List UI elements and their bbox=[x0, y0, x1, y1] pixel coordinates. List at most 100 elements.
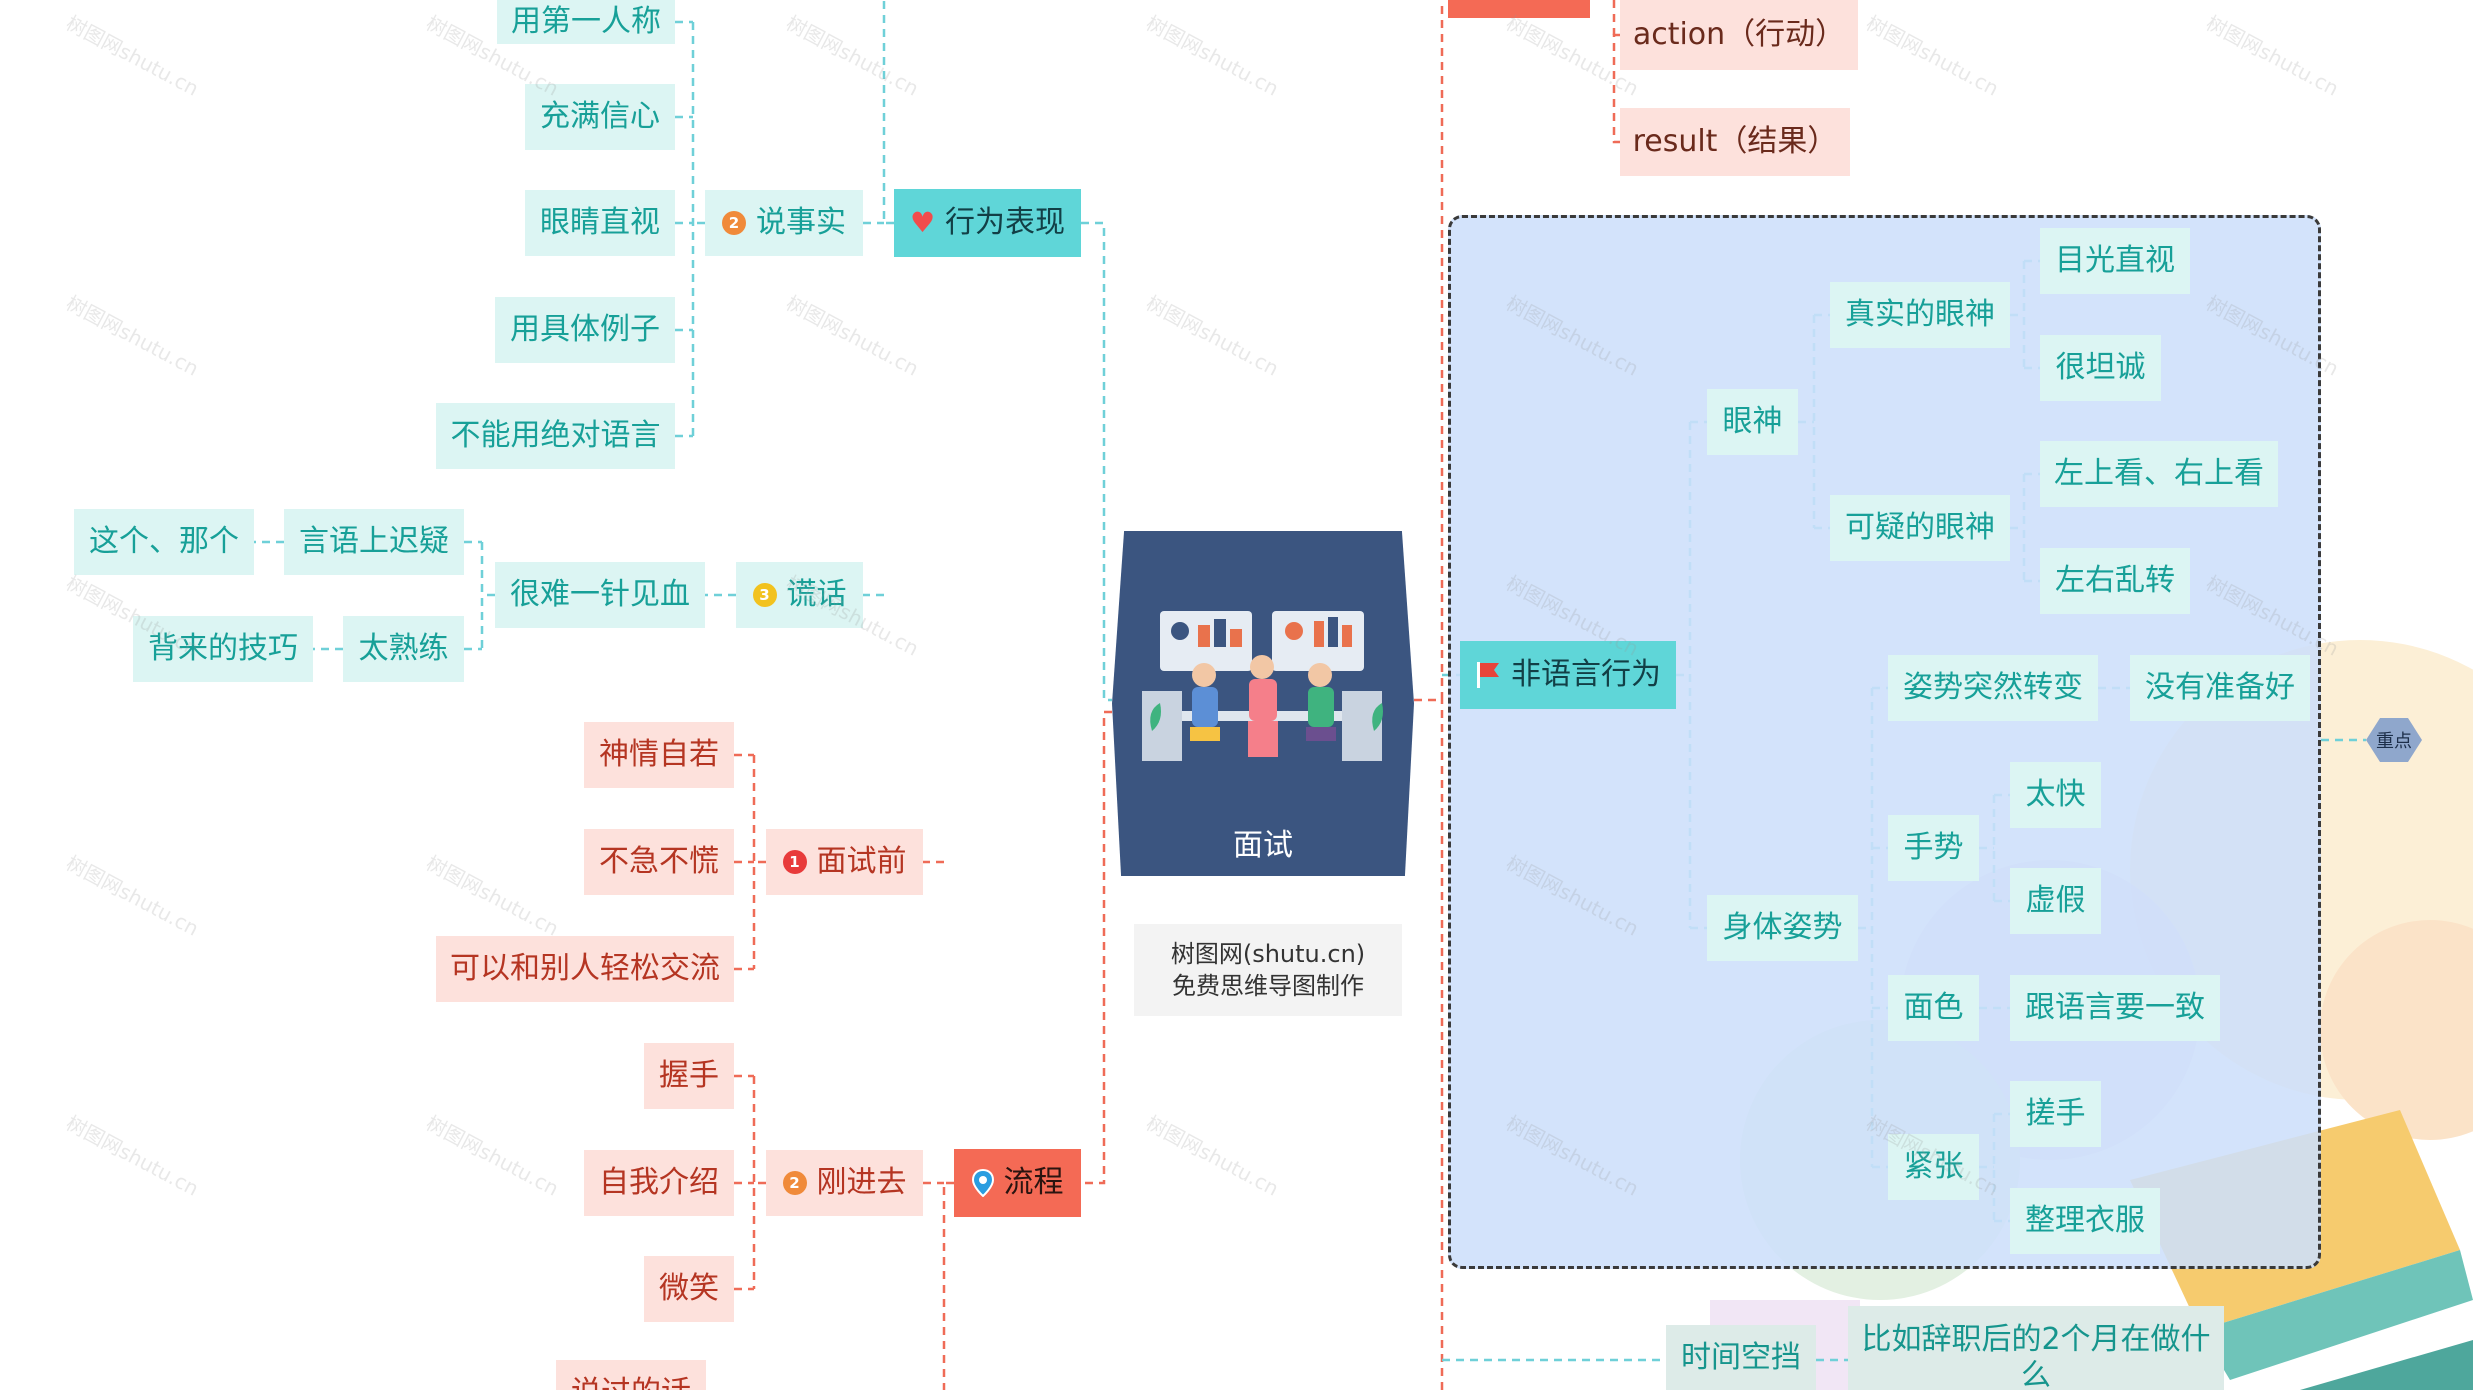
node-suspicious-eyes[interactable]: 可疑的眼神 bbox=[1830, 495, 2010, 561]
node-this-that[interactable]: 这个、那个 bbox=[74, 509, 254, 575]
node-calm-label: 不急不慌 bbox=[599, 844, 719, 879]
node-frank[interactable]: 很坦诚 bbox=[2040, 335, 2161, 401]
node-consistent-label: 跟语言要一致 bbox=[2025, 990, 2205, 1025]
node-memorized-label: 背来的技巧 bbox=[148, 631, 298, 666]
node-composed-label: 神情自若 bbox=[599, 737, 719, 772]
node-frank-label: 很坦诚 bbox=[2055, 350, 2146, 385]
key-tag-label: 重点 bbox=[2376, 731, 2412, 752]
node-confident-label: 充满信心 bbox=[540, 99, 660, 134]
node-partial-bottom-label: 说过的话 bbox=[571, 1378, 691, 1390]
node-too-fast-label: 太快 bbox=[2025, 777, 2086, 812]
topic-just-in-label: 刚进去 bbox=[816, 1165, 907, 1200]
node-hesitate-label: 言语上迟疑 bbox=[299, 524, 449, 559]
node-nervous[interactable]: 紧张 bbox=[1888, 1134, 1979, 1200]
flag-icon bbox=[1477, 662, 1499, 688]
node-smile[interactable]: 微笑 bbox=[644, 1256, 734, 1322]
node-fix-clothes-label: 整理衣服 bbox=[2025, 1203, 2145, 1238]
bg-watermark: 树图网shutu.cn bbox=[1142, 1110, 1283, 1201]
node-examples[interactable]: 用具体例子 bbox=[495, 297, 675, 363]
node-complexion-label: 面色 bbox=[1903, 990, 1964, 1025]
node-action[interactable]: action（行动） bbox=[1620, 0, 1858, 70]
node-first-person[interactable]: 用第一人称 bbox=[497, 0, 675, 44]
node-time-gap[interactable]: 时间空挡 bbox=[1666, 1325, 1816, 1390]
node-easy-talk-label: 可以和别人轻松交流 bbox=[450, 951, 720, 986]
bg-watermark: 树图网shutu.cn bbox=[62, 850, 203, 941]
node-body-posture-label: 身体姿势 bbox=[1722, 910, 1843, 945]
node-look-up[interactable]: 左上看、右上看 bbox=[2040, 441, 2278, 507]
node-confident[interactable]: 充满信心 bbox=[525, 84, 675, 150]
branch-process[interactable]: 流程 bbox=[954, 1149, 1081, 1217]
node-body-posture[interactable]: 身体姿势 bbox=[1707, 895, 1858, 961]
watermark-line2: 免费思维导图制作 bbox=[1172, 972, 1364, 1000]
topic-facts[interactable]: 2 说事实 bbox=[705, 190, 863, 256]
topic-just-in[interactable]: 2 刚进去 bbox=[766, 1150, 923, 1216]
bg-watermark: 树图网shutu.cn bbox=[1142, 10, 1283, 101]
node-hard-to-point-label: 很难一针见血 bbox=[510, 577, 690, 612]
node-sudden-change-label: 姿势突然转变 bbox=[1903, 670, 2083, 705]
branch-behavior[interactable]: ♥ 行为表现 bbox=[894, 189, 1081, 257]
number-badge-2b: 2 bbox=[782, 1171, 807, 1195]
bg-watermark: 树图网shutu.cn bbox=[62, 10, 203, 101]
node-composed[interactable]: 神情自若 bbox=[584, 722, 734, 788]
node-time-gap-label: 时间空挡 bbox=[1681, 1339, 1801, 1375]
node-look-around[interactable]: 左右乱转 bbox=[2040, 548, 2190, 614]
star-partial-node[interactable] bbox=[1448, 0, 1590, 18]
connector-line bbox=[942, 1181, 954, 1390]
connector-line bbox=[1414, 0, 1444, 702]
central-topic[interactable] bbox=[1112, 531, 1414, 876]
node-result[interactable]: result（结果） bbox=[1620, 108, 1850, 176]
topic-facts-label: 说事实 bbox=[756, 205, 846, 240]
node-examples-label: 用具体例子 bbox=[510, 312, 660, 347]
node-memorized[interactable]: 背来的技巧 bbox=[133, 616, 313, 682]
branch-nonverbal[interactable]: 非语言行为 bbox=[1460, 641, 1676, 709]
node-not-ready[interactable]: 没有准备好 bbox=[2130, 655, 2310, 721]
node-partial-bottom[interactable]: 说过的话 bbox=[556, 1360, 706, 1390]
team-meeting-illustration bbox=[1142, 611, 1383, 761]
node-no-absolute-label: 不能用绝对语言 bbox=[450, 418, 661, 453]
node-complexion[interactable]: 面色 bbox=[1888, 975, 1979, 1041]
bg-watermark: 树图网shutu.cn bbox=[782, 290, 923, 381]
connector-line bbox=[882, 0, 894, 225]
node-fix-clothes[interactable]: 整理衣服 bbox=[2010, 1188, 2160, 1254]
node-first-person-label: 用第一人称 bbox=[511, 4, 661, 39]
node-calm[interactable]: 不急不慌 bbox=[584, 829, 734, 895]
node-true-eyes[interactable]: 真实的眼神 bbox=[1830, 282, 2010, 348]
node-self-intro[interactable]: 自我介绍 bbox=[584, 1150, 734, 1216]
node-eyes[interactable]: 眼神 bbox=[1707, 389, 1798, 455]
node-no-absolute[interactable]: 不能用绝对语言 bbox=[436, 403, 675, 469]
bg-watermark: 树图网shutu.cn bbox=[1862, 10, 2003, 101]
branch-nonverbal-label: 非语言行为 bbox=[1511, 657, 1661, 692]
node-too-fast[interactable]: 太快 bbox=[2010, 762, 2101, 828]
node-easy-talk[interactable]: 可以和别人轻松交流 bbox=[436, 936, 734, 1002]
topic-lie[interactable]: 3 谎话 bbox=[736, 562, 863, 628]
number-badge-1: 1 bbox=[782, 850, 807, 874]
bg-watermark: 树图网shutu.cn bbox=[782, 10, 923, 101]
node-action-label: action（行动） bbox=[1632, 17, 1846, 52]
focus-boundary-frame bbox=[1448, 215, 2321, 1269]
node-consistent[interactable]: 跟语言要一致 bbox=[2010, 975, 2220, 1041]
node-sudden-change[interactable]: 姿势突然转变 bbox=[1888, 655, 2098, 721]
topic-before[interactable]: 1 面试前 bbox=[766, 829, 923, 895]
key-tag[interactable]: 重点 bbox=[2366, 718, 2422, 762]
node-this-that-label: 这个、那个 bbox=[89, 524, 239, 559]
bg-watermark: 树图网shutu.cn bbox=[422, 850, 563, 941]
node-hesitate[interactable]: 言语上迟疑 bbox=[284, 509, 464, 575]
node-eye-contact[interactable]: 眼睛直视 bbox=[525, 190, 675, 256]
node-gesture-label: 手势 bbox=[1903, 830, 1964, 865]
node-too-familiar[interactable]: 太熟练 bbox=[343, 616, 464, 682]
bg-watermark: 树图网shutu.cn bbox=[62, 290, 203, 381]
node-look-direct[interactable]: 目光直视 bbox=[2040, 228, 2190, 294]
node-hard-to-point[interactable]: 很难一针见血 bbox=[495, 562, 705, 628]
node-handshake[interactable]: 握手 bbox=[644, 1043, 734, 1109]
node-fake-label: 虚假 bbox=[2025, 883, 2086, 918]
node-gap-example[interactable]: 比如辞职后的2个月在做什么 bbox=[1848, 1306, 2224, 1390]
node-fake[interactable]: 虚假 bbox=[2010, 868, 2101, 934]
node-look-up-label: 左上看、右上看 bbox=[2054, 456, 2264, 491]
node-gap-example-label: 比如辞职后的2个月在做什么 bbox=[1861, 1322, 2211, 1390]
node-gesture[interactable]: 手势 bbox=[1888, 815, 1979, 881]
node-rub-hands[interactable]: 搓手 bbox=[2010, 1081, 2101, 1147]
node-eyes-label: 眼神 bbox=[1722, 404, 1783, 439]
pin-icon bbox=[971, 1169, 994, 1197]
branch-process-label: 流程 bbox=[1003, 1165, 1064, 1200]
connector-line bbox=[1081, 221, 1112, 702]
